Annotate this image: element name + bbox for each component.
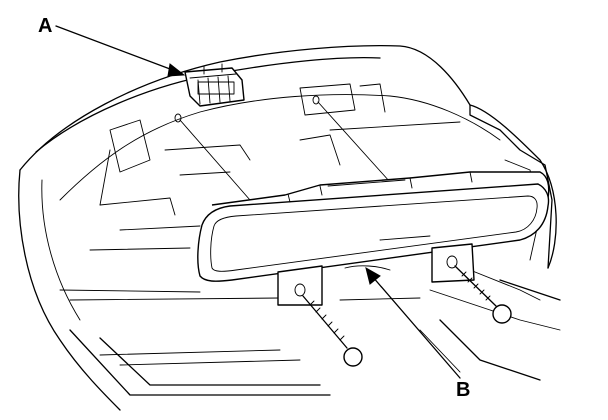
panel-b <box>197 171 550 306</box>
screw-left <box>302 295 363 367</box>
connector-a <box>184 63 245 107</box>
mounting-hole-right <box>312 95 320 105</box>
leader-b <box>365 266 461 379</box>
alignment-line-left <box>179 119 251 201</box>
leader-a <box>55 25 186 77</box>
mounting-hole-left <box>174 113 182 123</box>
alignment-line-right <box>317 101 391 183</box>
bracket-left <box>277 265 323 306</box>
bracket-right <box>431 243 475 283</box>
dashboard-housing <box>18 44 561 411</box>
callout-label-a: A <box>38 15 52 37</box>
callout-label-b: B <box>456 379 470 401</box>
mounting-holes <box>174 95 391 201</box>
screw-right <box>454 265 512 324</box>
